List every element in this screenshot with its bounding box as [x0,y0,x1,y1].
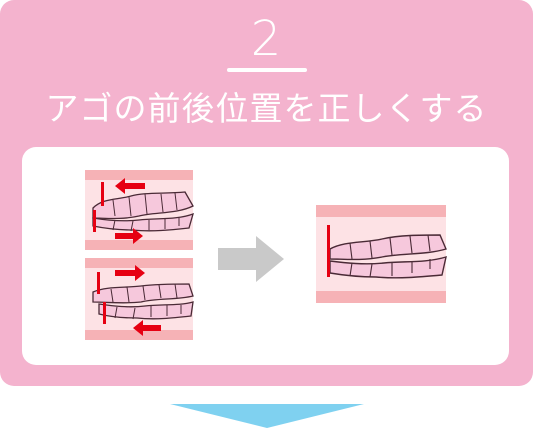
teeth-upper-jaw-forward [85,170,194,250]
down-arrow-icon [170,404,364,428]
arrow-right-icon [218,236,284,282]
step-number: 2 [250,11,283,67]
teeth-lower-jaw-forward [85,258,194,340]
step-heading: アゴの前後位置を正しくする [45,89,488,128]
step-card: 2 アゴの前後位置を正しくする [0,0,533,386]
teeth-corrected [316,205,447,303]
step-number-underline [227,68,307,72]
